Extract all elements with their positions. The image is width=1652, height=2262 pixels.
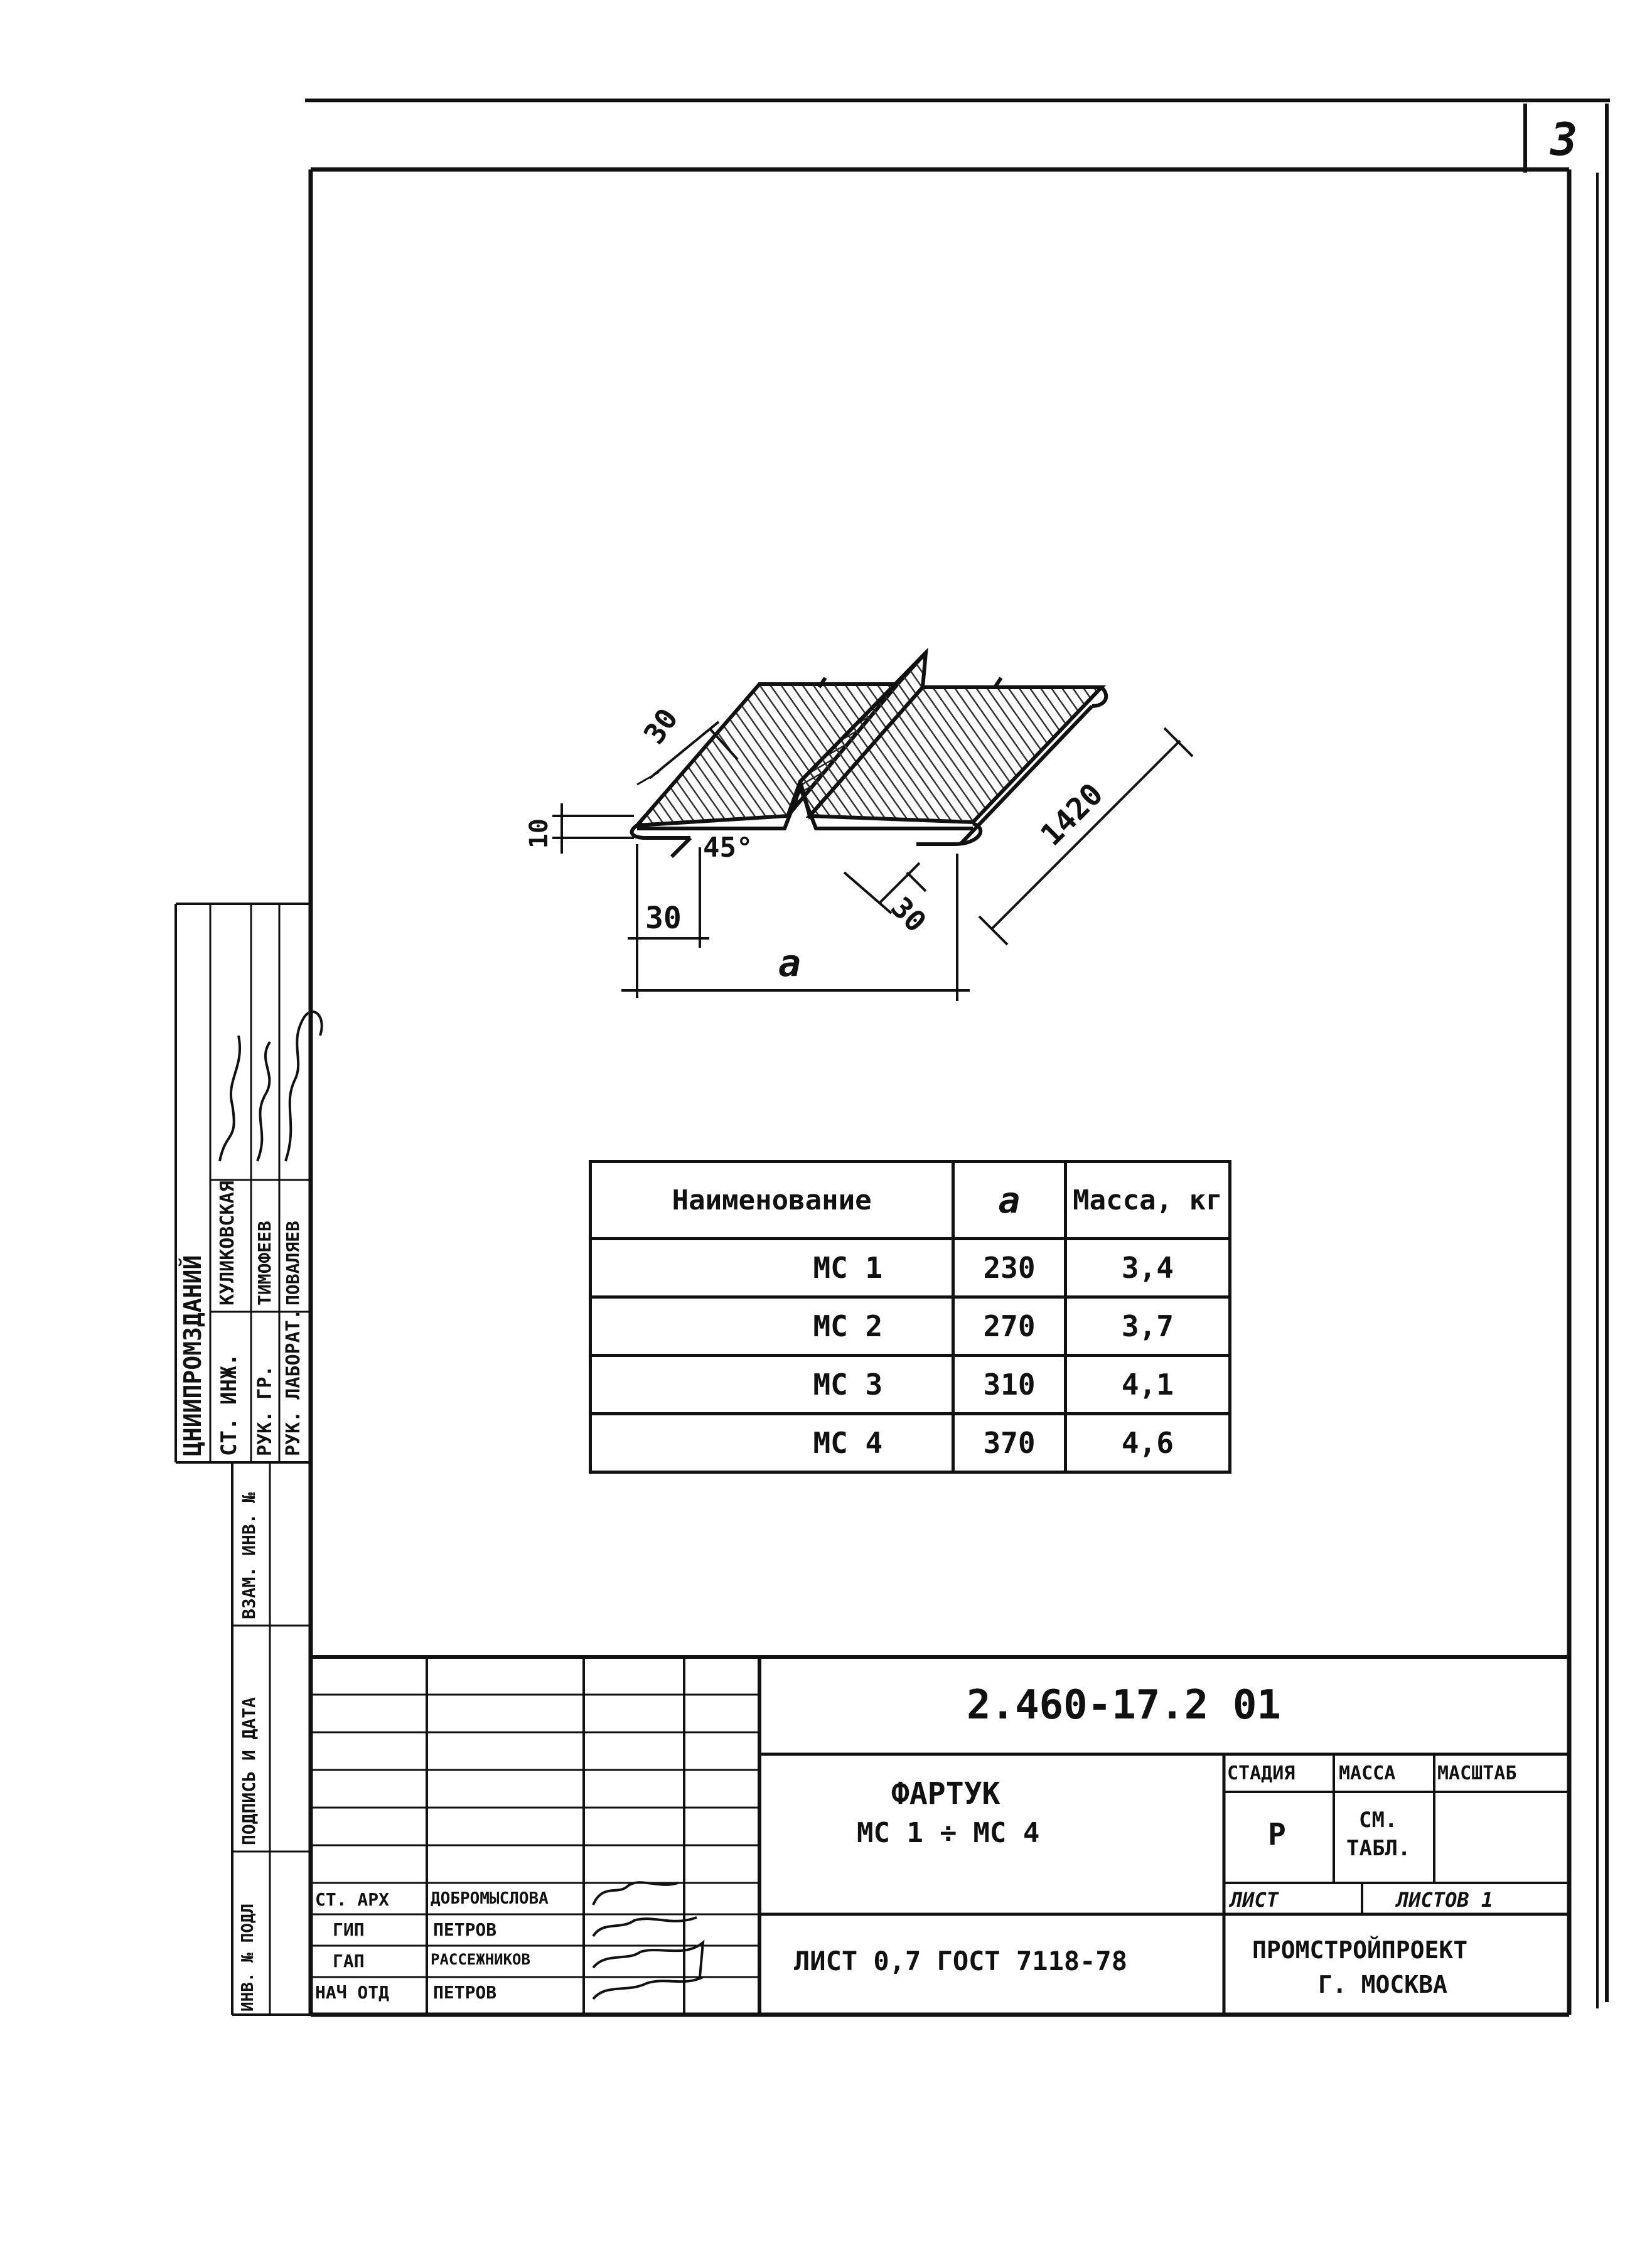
angle-45: 45°: [703, 832, 753, 864]
signature-2: [256, 1041, 271, 1162]
staff-role: ГИП: [333, 1919, 365, 1940]
signature-head: [592, 1976, 704, 2000]
cell-a: 270: [952, 1295, 1067, 1357]
cell-mass: 4,6: [1063, 1412, 1232, 1474]
sheets-label: ЛИСТОВ 1: [1397, 1888, 1494, 1912]
title-line-2: МС 1 ÷ МС 4: [857, 1817, 1040, 1849]
dim-30-bottom-left: 30: [645, 901, 682, 936]
cell-mass: 4,1: [1063, 1354, 1232, 1415]
cell-a: 230: [952, 1237, 1067, 1299]
signature-3: [284, 1010, 323, 1162]
org-line-1: ПРОМСТРОЙПРОЕКТ: [1252, 1936, 1468, 1964]
stage-label: СТАДИЯ: [1227, 1762, 1295, 1784]
cell-a: 370: [952, 1412, 1067, 1474]
table-row: МС 2 270 3,7: [588, 1295, 1232, 1357]
header-a: a: [952, 1160, 1067, 1240]
cell-mass: 3,4: [1063, 1237, 1232, 1299]
staff-name: ПЕТРОВ: [433, 1982, 497, 2003]
signature-1: [218, 1035, 242, 1162]
dim-a: a: [778, 941, 802, 985]
signature-gip: [592, 1916, 697, 1938]
cell-name: МС 1: [588, 1237, 955, 1299]
mass-label: МАССА: [1339, 1762, 1396, 1784]
signature-arch: [592, 1881, 678, 1906]
header-mass: Масса, кг: [1063, 1160, 1232, 1240]
signature-gap: [592, 1939, 705, 1978]
title-line-1: ФАРТУК: [891, 1776, 1000, 1811]
staff-role: ГАП: [333, 1951, 365, 1971]
drawing-code: 2.460-17.2 01: [967, 1682, 1281, 1729]
cell-mass: 3,7: [1063, 1295, 1232, 1357]
staff-name: ПЕТРОВ: [433, 1919, 497, 1940]
mass-table: Наименование a Масса, кг МС 1 230 3,4 МС…: [588, 1160, 1232, 1474]
table-header-row: Наименование a Масса, кг: [588, 1160, 1232, 1240]
cell-name: МС 4: [588, 1412, 955, 1474]
header-name: Наименование: [588, 1160, 955, 1240]
org-line-2: Г. МОСКВА: [1318, 1971, 1447, 1998]
mass-value-line2: ТАБЛ.: [1346, 1836, 1411, 1861]
table-row: МС 1 230 3,4: [588, 1237, 1232, 1299]
cell-name: МС 3: [588, 1354, 955, 1415]
sheet-label: ЛИСТ: [1230, 1888, 1279, 1912]
mass-value-line1: СМ.: [1359, 1808, 1398, 1833]
staff-name: ДОБРОМЫСЛОВА: [431, 1889, 549, 1908]
table-row: МС 4 370 4,6: [588, 1412, 1232, 1474]
staff-name: РАССЕЖНИКОВ: [431, 1951, 530, 1968]
scale-label: МАСШТАБ: [1437, 1762, 1517, 1784]
cell-name: МС 2: [588, 1295, 955, 1357]
stage-value: Р: [1268, 1817, 1286, 1852]
material-spec: ЛИСТ 0,7 ГОСТ 7118-78: [794, 1946, 1128, 1976]
staff-role: НАЧ ОТД: [315, 1982, 390, 2003]
table-row: МС 3 310 4,1: [588, 1354, 1232, 1415]
staff-role: СТ. АРХ: [315, 1889, 390, 1910]
sheet-number: 3: [1550, 113, 1578, 166]
cell-a: 310: [952, 1354, 1067, 1415]
